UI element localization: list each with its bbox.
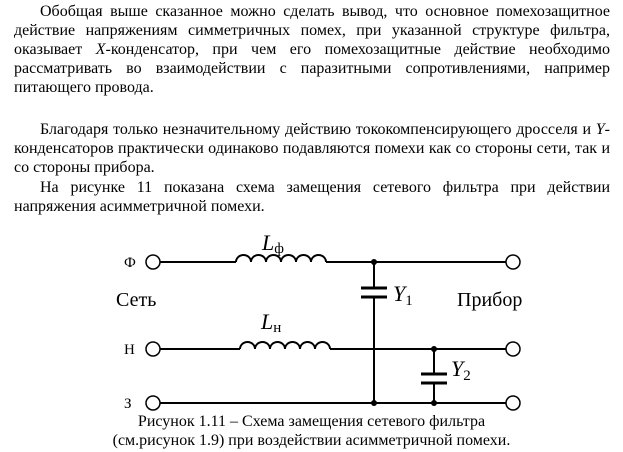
label-inductor-phase: Lф	[261, 230, 284, 257]
terminal-right-neutral	[505, 341, 521, 357]
terminal-left-neutral	[145, 341, 161, 357]
paragraph-3-text: На рисунке 11 показана схема замещения с…	[14, 179, 610, 215]
junction-dot-ground-y2	[431, 400, 437, 406]
terminal-left-ground	[145, 395, 161, 411]
paragraph-1: Обобщая выше сказанное можно сделать выв…	[14, 2, 610, 97]
terminal-label-neutral: Н	[124, 342, 135, 358]
figure-caption-line1: Рисунок 1.11 – Схема замещения сетевого …	[137, 413, 486, 430]
terminal-left-phase	[145, 254, 161, 270]
paragraph-2: Благодаря только незначительному действи…	[14, 120, 610, 177]
paragraph-2-text-a: Благодаря только незначительному действи…	[40, 121, 596, 138]
terminal-right-phase	[505, 254, 521, 270]
paragraph-1-text-a: Обобщая выше сказанное можно сделать выв…	[14, 3, 610, 58]
label-inductor-neutral: Lн	[260, 309, 281, 336]
paragraph-1-text-b: -конденсатор, при чем его помехозащитные…	[14, 41, 610, 96]
inductor-neutral-coil	[239, 341, 331, 350]
label-cap-y2: Y2	[451, 356, 471, 384]
label-network: Сеть	[116, 289, 156, 311]
paragraph-2-italic: Y	[595, 121, 605, 138]
paragraph-2-text-b: -конденсаторов практически одинаково под…	[14, 121, 610, 176]
junction-dot-phase	[371, 259, 377, 265]
terminal-right-ground	[505, 395, 521, 411]
junction-dot-neutral	[431, 346, 437, 352]
paragraph-1-italic: X	[95, 41, 106, 58]
inductor-phase-coil	[235, 254, 327, 263]
junction-dot-ground-y1	[371, 400, 377, 406]
terminal-label-phase: Ф	[124, 255, 136, 271]
terminal-label-ground: З	[124, 396, 132, 412]
paragraph-3: На рисунке 11 показана схема замещения с…	[14, 178, 610, 216]
label-cap-y1: Y1	[393, 281, 413, 309]
figure-caption-line2: (см.рисунок 1.9) при воздействии асиммет…	[112, 432, 511, 449]
label-device: Прибор	[457, 289, 522, 311]
